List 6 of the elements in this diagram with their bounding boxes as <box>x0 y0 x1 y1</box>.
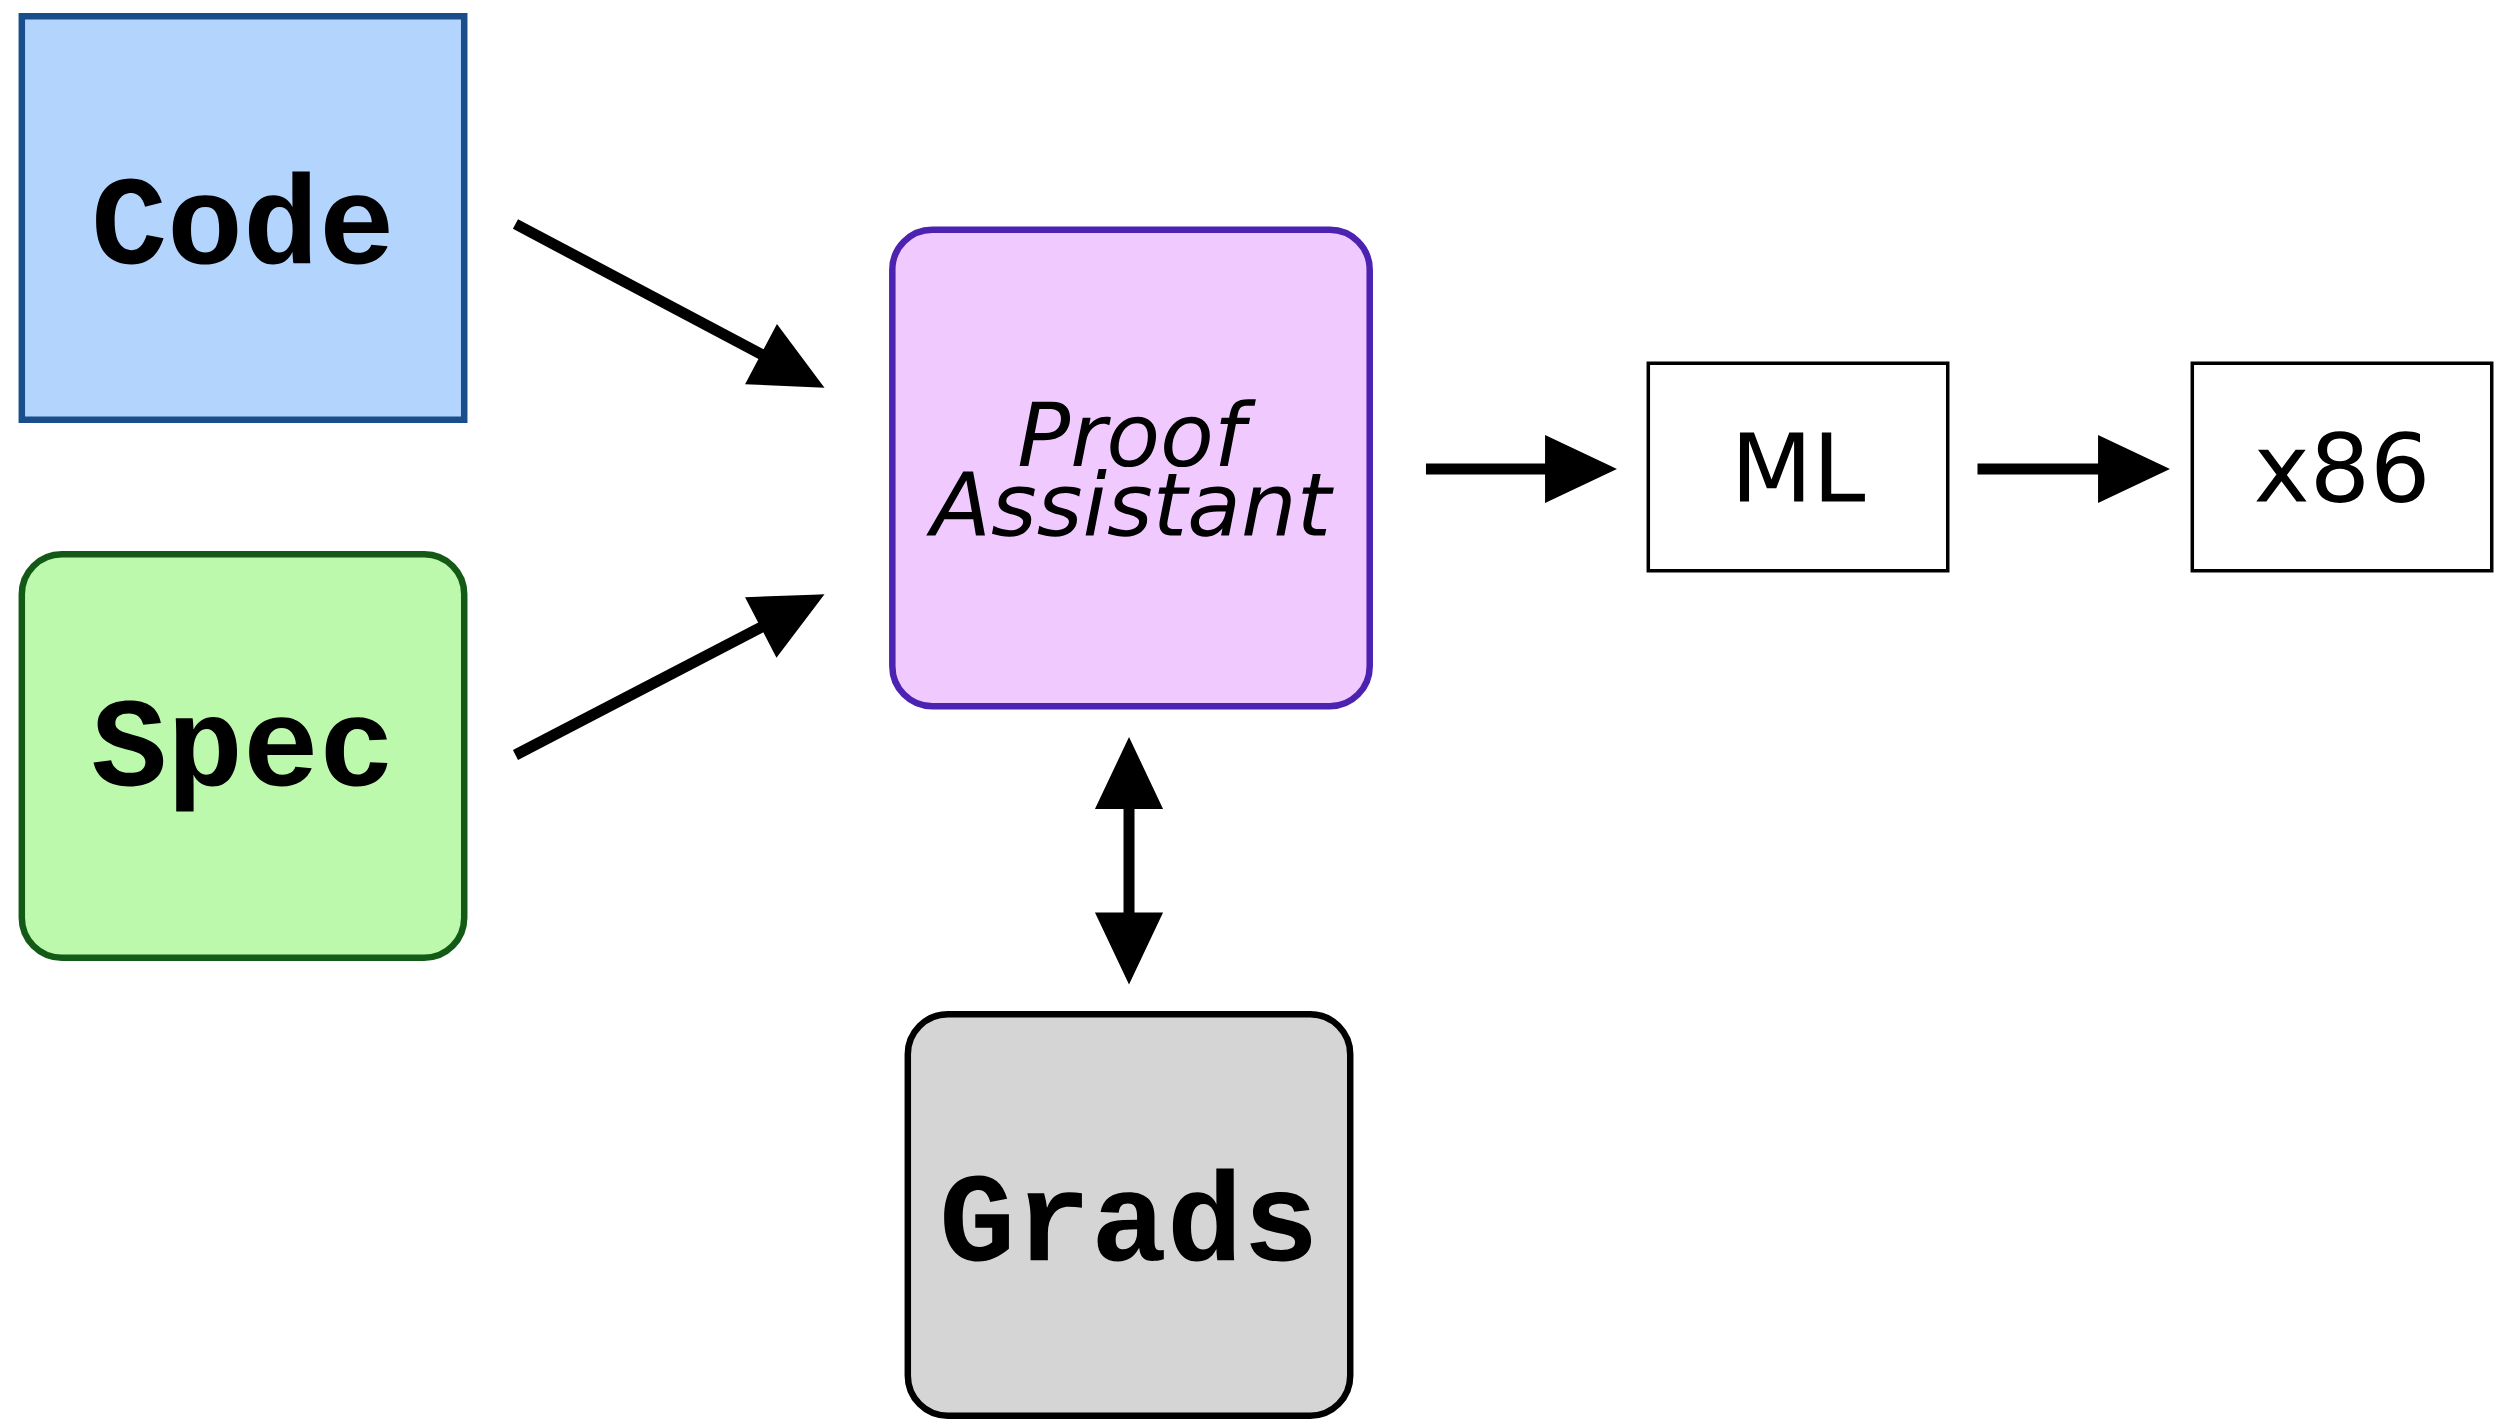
x86-box: x86 <box>2190 361 2494 573</box>
code-box: Code <box>18 13 468 423</box>
spec-box: Spec <box>18 551 468 961</box>
proof-assistant-box: Proof Assistant <box>889 226 1373 710</box>
ml-box: ML <box>1646 361 1950 573</box>
grads-box: Grads <box>904 1011 1354 1419</box>
